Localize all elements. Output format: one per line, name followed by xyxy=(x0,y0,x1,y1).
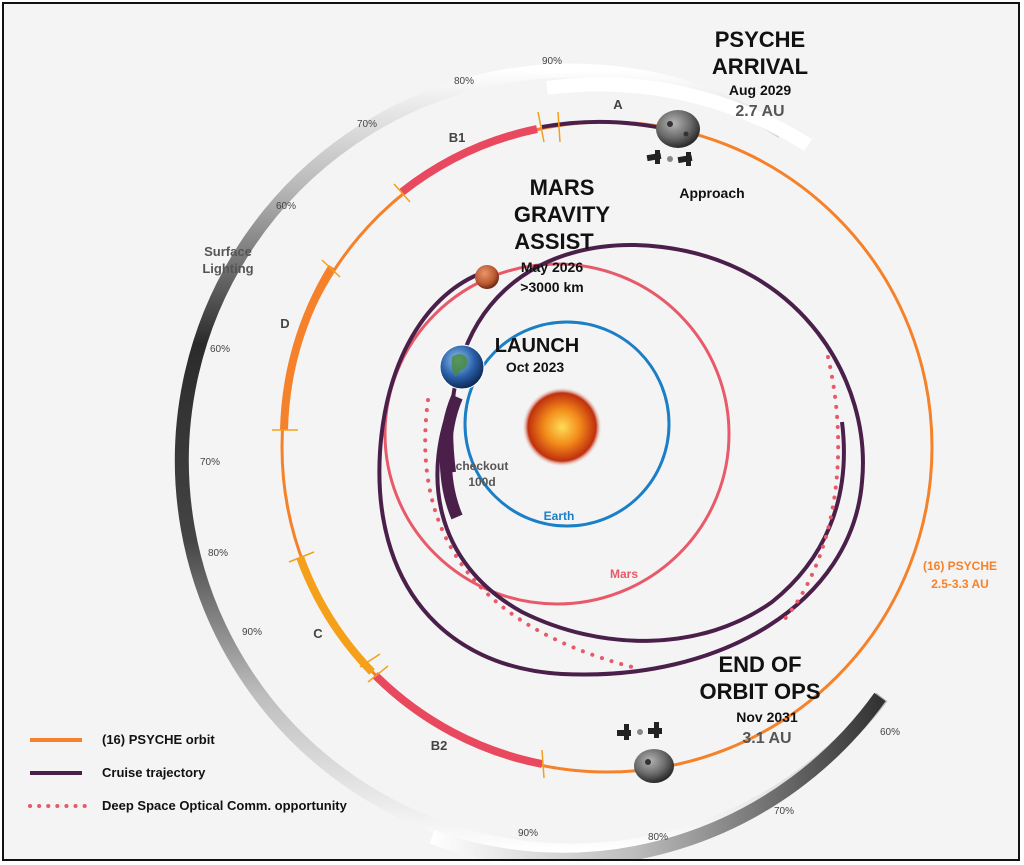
earth-orbit-label: Earth xyxy=(544,509,575,523)
lighting-pct-8: 90% xyxy=(242,627,262,638)
end-au: 3.1 AU xyxy=(742,730,791,747)
lighting-pct-7: 80% xyxy=(208,548,228,559)
gravity-title-2: GRAVITY xyxy=(514,202,610,227)
arrival-au: 2.7 AU xyxy=(735,103,784,120)
checkout-label-1: checkout xyxy=(456,459,509,473)
legend-label-psyche: (16) PSYCHE orbit xyxy=(102,732,215,747)
segment-label-b1: B1 xyxy=(449,130,466,145)
segment-b2-arc xyxy=(372,672,543,768)
orbit-diagram: PSYCHE ARRIVAL Aug 2029 2.7 AU MARS GRAV… xyxy=(28,27,997,859)
segment-ticks xyxy=(272,111,561,779)
approach-label: Approach xyxy=(679,185,744,201)
mars-orbit-label: Mars xyxy=(610,567,638,581)
arrival-title-2: ARRIVAL xyxy=(712,54,808,79)
launch-date: Oct 2023 xyxy=(506,359,565,375)
arrival-label: PSYCHE ARRIVAL Aug 2029 2.7 AU xyxy=(712,27,808,120)
arrival-date: Aug 2029 xyxy=(729,82,791,98)
end-date: Nov 2031 xyxy=(736,709,798,725)
lighting-pct-9: 90% xyxy=(518,828,538,839)
mars-orbit xyxy=(383,262,731,606)
arrival-title-1: PSYCHE xyxy=(715,27,805,52)
mars-icon xyxy=(475,265,499,289)
segment-label-d: D xyxy=(280,316,289,331)
surface-lighting-arc-bottom xyxy=(429,692,886,859)
gravity-assist-label: MARS GRAVITY ASSIST May 2026 >3000 km xyxy=(514,175,610,295)
segment-a-arc xyxy=(541,119,663,130)
end-title-1: END OF xyxy=(718,652,801,677)
gravity-title-1: MARS xyxy=(530,175,595,200)
surface-lighting-label-2: Lighting xyxy=(202,261,253,276)
gravity-title-3: ASSIST xyxy=(514,229,594,254)
lighting-pct-5: 60% xyxy=(210,344,230,355)
surface-lighting-label-1: Surface xyxy=(204,244,252,259)
earth-orbit xyxy=(463,320,671,528)
cruise-trajectory-outer xyxy=(377,243,865,677)
segment-b1-arc xyxy=(399,125,538,196)
psyche-asteroid-end-icon xyxy=(634,749,674,783)
checkout-label-2: 100d xyxy=(468,475,495,489)
lighting-pct-10: 80% xyxy=(648,832,668,843)
gravity-date: May 2026 xyxy=(521,259,583,275)
lighting-pct-2: 80% xyxy=(454,76,474,87)
end-title-2: ORBIT OPS xyxy=(699,679,820,704)
legend-label-cruise: Cruise trajectory xyxy=(102,765,206,780)
lighting-pct-6: 70% xyxy=(200,457,220,468)
cruise-trajectory-inner xyxy=(435,396,846,643)
psyche-orbit-label-1: (16) PSYCHE xyxy=(923,559,997,573)
psyche-asteroid-icon xyxy=(656,110,700,148)
lighting-pct-11: 70% xyxy=(774,806,794,817)
lighting-pct-1: 90% xyxy=(542,56,562,67)
end-label: END OF ORBIT OPS Nov 2031 3.1 AU xyxy=(699,652,820,747)
spacecraft-end-icon xyxy=(617,722,662,740)
launch-title: LAUNCH xyxy=(495,335,579,357)
surface-lighting-arc-left xyxy=(174,63,888,858)
sun-icon xyxy=(522,387,602,467)
dsoc-arc-right xyxy=(782,355,841,622)
segment-label-a: A xyxy=(613,97,623,112)
spacecraft-icon xyxy=(646,150,693,166)
segment-label-b2: B2 xyxy=(431,738,448,753)
earth-land xyxy=(451,354,468,377)
lighting-pct-3: 70% xyxy=(357,119,377,130)
legend: (16) PSYCHE orbit Cruise trajectory Deep… xyxy=(28,732,348,813)
lighting-pct-4: 60% xyxy=(276,201,296,212)
psyche-orbit-label-2: 2.5-3.3 AU xyxy=(931,577,989,591)
checkout-band xyxy=(439,394,463,520)
legend-label-dsoc: Deep Space Optical Comm. opportunity xyxy=(102,798,348,813)
lighting-pct-12: 60% xyxy=(880,727,900,738)
surface-lighting-arc-top xyxy=(546,77,812,151)
segment-c-arc xyxy=(296,555,375,675)
segment-label-c: C xyxy=(313,626,323,641)
gravity-distance: >3000 km xyxy=(520,279,583,295)
segment-d-arc xyxy=(280,264,336,431)
launch-label: LAUNCH Oct 2023 xyxy=(495,335,579,375)
